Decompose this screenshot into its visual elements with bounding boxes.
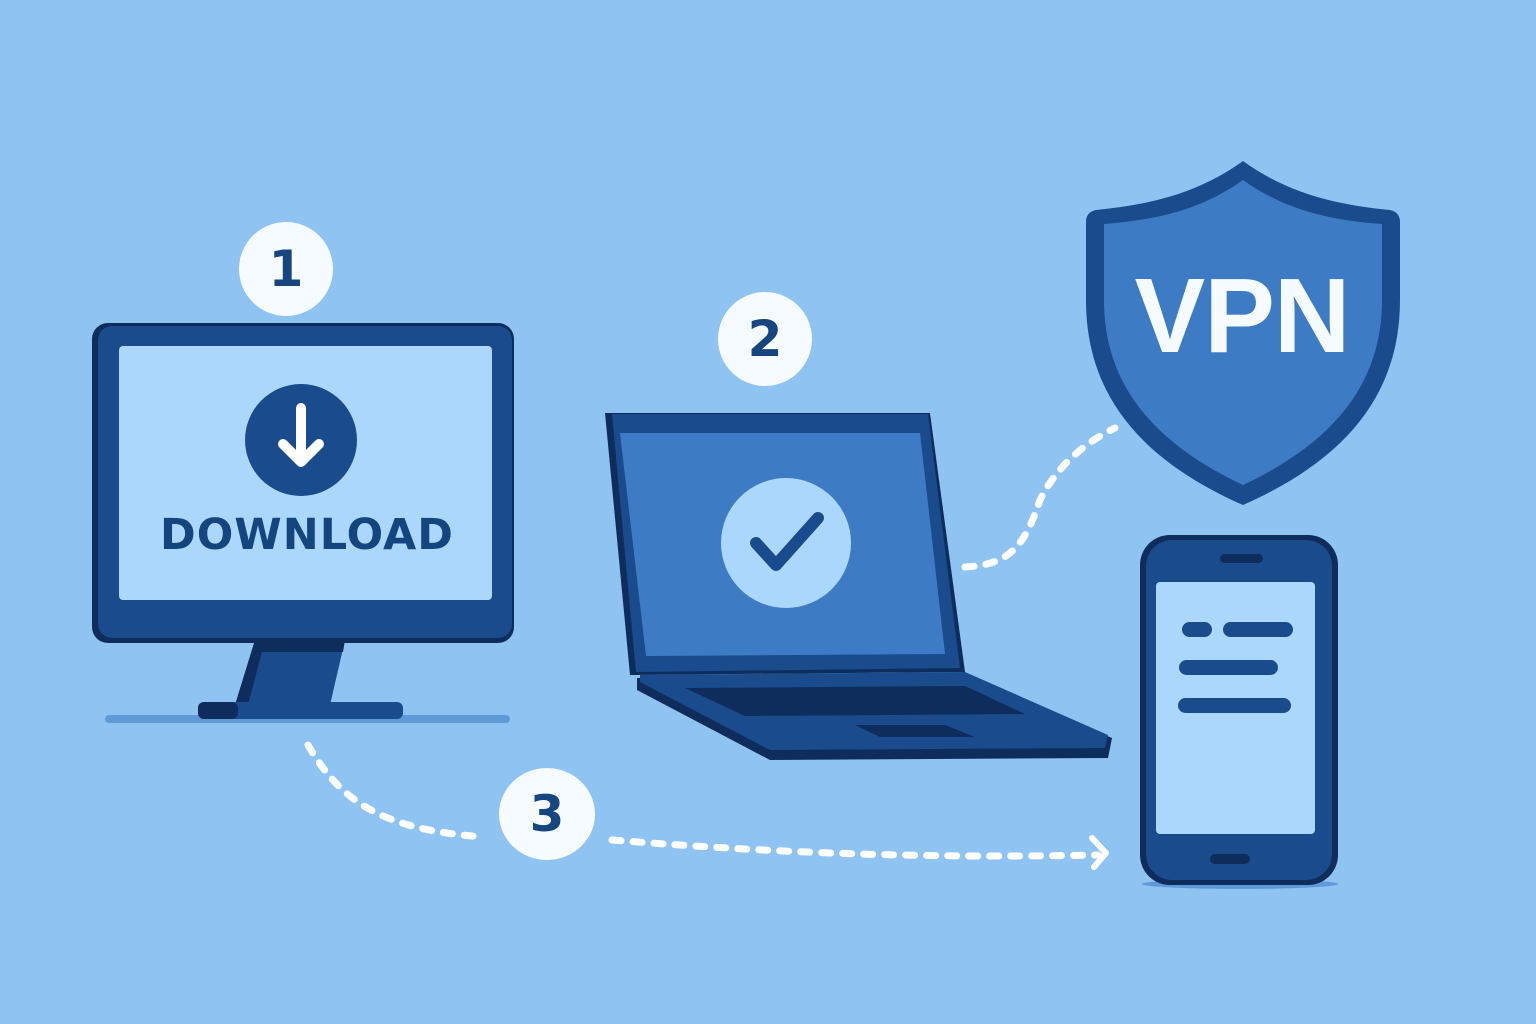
vpn-shield-icon xyxy=(1086,161,1400,505)
arrow-right-icon xyxy=(1089,835,1109,870)
desktop-monitor xyxy=(92,323,514,723)
phone-line xyxy=(1179,660,1278,675)
download-arrow-icon xyxy=(278,403,324,467)
step-3-number: 3 xyxy=(529,785,565,843)
smartphone xyxy=(1140,535,1338,889)
step-2-badge: 2 xyxy=(718,292,812,386)
laptop xyxy=(605,413,1112,760)
step-1-number: 1 xyxy=(268,240,304,298)
checkmark-icon xyxy=(750,512,824,571)
connector-dashed-laptop-shield xyxy=(961,424,1119,571)
phone-line xyxy=(1223,622,1293,637)
step-3-badge: 3 xyxy=(499,768,595,860)
step-1-badge: 1 xyxy=(239,222,333,316)
step-2-number: 2 xyxy=(747,310,783,368)
connector-dashed-step3-left xyxy=(304,741,489,841)
download-label: DOWNLOAD xyxy=(160,510,454,560)
phone-line xyxy=(1182,622,1212,637)
connector-dashed-step3-right xyxy=(608,836,1102,860)
check-circle xyxy=(721,478,851,608)
vpn-label: VPN xyxy=(1134,257,1351,375)
phone-line xyxy=(1178,698,1291,713)
